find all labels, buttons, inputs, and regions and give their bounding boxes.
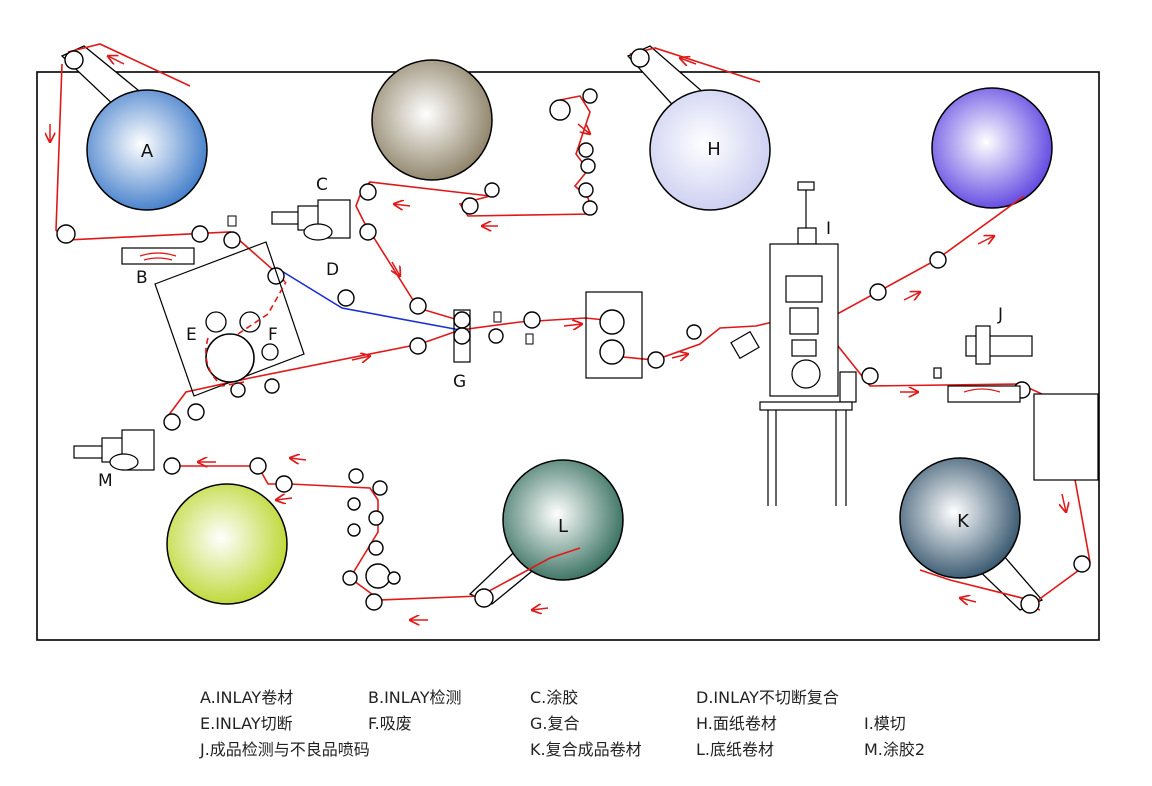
legend-item-h: H.面纸卷材 <box>696 714 777 733</box>
station-j-inspection: J <box>933 305 1099 481</box>
roll-label-l: L <box>558 516 568 537</box>
station-label-j: J <box>997 305 1003 325</box>
roll-top-right-unlabeled <box>931 87 1053 209</box>
legend-row: J.成品检测与不良品喷码 K.复合成品卷材 L.底纸卷材 M.涂胶2 <box>200 736 960 762</box>
legend-row: A.INLAY卷材 B.INLAY检测 C.涂胶 D.INLAY不切断复合 <box>200 684 960 710</box>
station-label-f: F <box>268 325 278 345</box>
station-label-e: E <box>186 325 197 345</box>
legend-item-g: G.复合 <box>530 714 580 733</box>
machine-frame <box>36 71 1100 641</box>
legend-item-l: L.底纸卷材 <box>696 740 775 759</box>
roll-bottom-left-unlabeled <box>166 483 288 605</box>
roll-top-unlabeled <box>371 59 493 181</box>
station-b-inspection: B <box>121 215 237 288</box>
direction-arrows <box>50 56 1066 620</box>
station-c-coater: C <box>271 175 351 241</box>
roll-label-h: H <box>707 139 721 160</box>
roll-label-a: A <box>141 141 154 162</box>
roll-K: K <box>899 457 1021 579</box>
legend-item-a: A.INLAY卷材 <box>200 688 294 707</box>
legend-item-j: J.成品检测与不良品喷码 <box>200 740 370 759</box>
legend-item-m: M.涂胶2 <box>864 740 926 759</box>
roll-H: H <box>649 89 771 211</box>
legend-item-i: I.模切 <box>864 714 906 733</box>
legend-item-e: E.INLAY切断 <box>200 714 293 733</box>
station-label-c: C <box>316 175 328 195</box>
station-i-die-cutter: I <box>730 181 857 506</box>
station-label-i: I <box>826 219 831 239</box>
legend-item-d: D.INLAY不切断复合 <box>696 688 839 707</box>
station-m-coater: M <box>73 429 155 491</box>
legend: A.INLAY卷材 B.INLAY检测 C.涂胶 D.INLAY不切断复合 E.… <box>200 684 960 762</box>
station-label-g: G <box>453 372 466 392</box>
station-ef-cutting: E F <box>154 241 305 397</box>
station-label-b: B <box>136 268 148 288</box>
station-g-lamination: G <box>453 291 643 392</box>
legend-item-b: B.INLAY检测 <box>368 688 462 707</box>
roll-A: A <box>86 89 208 211</box>
roll-L: L <box>502 459 624 581</box>
legend-item-f: F.吸废 <box>368 714 412 733</box>
inlay-path <box>279 269 461 331</box>
legend-row: E.INLAY切断 F.吸废 G.复合 H.面纸卷材 I.模切 <box>200 710 960 736</box>
process-diagram: A H L K <box>36 43 1100 641</box>
station-label-d: D <box>326 260 339 280</box>
station-label-m: M <box>98 471 113 491</box>
legend-item-k: K.复合成品卷材 <box>530 740 642 759</box>
legend-item-c: C.涂胶 <box>530 688 579 707</box>
roll-label-k: K <box>957 511 970 532</box>
